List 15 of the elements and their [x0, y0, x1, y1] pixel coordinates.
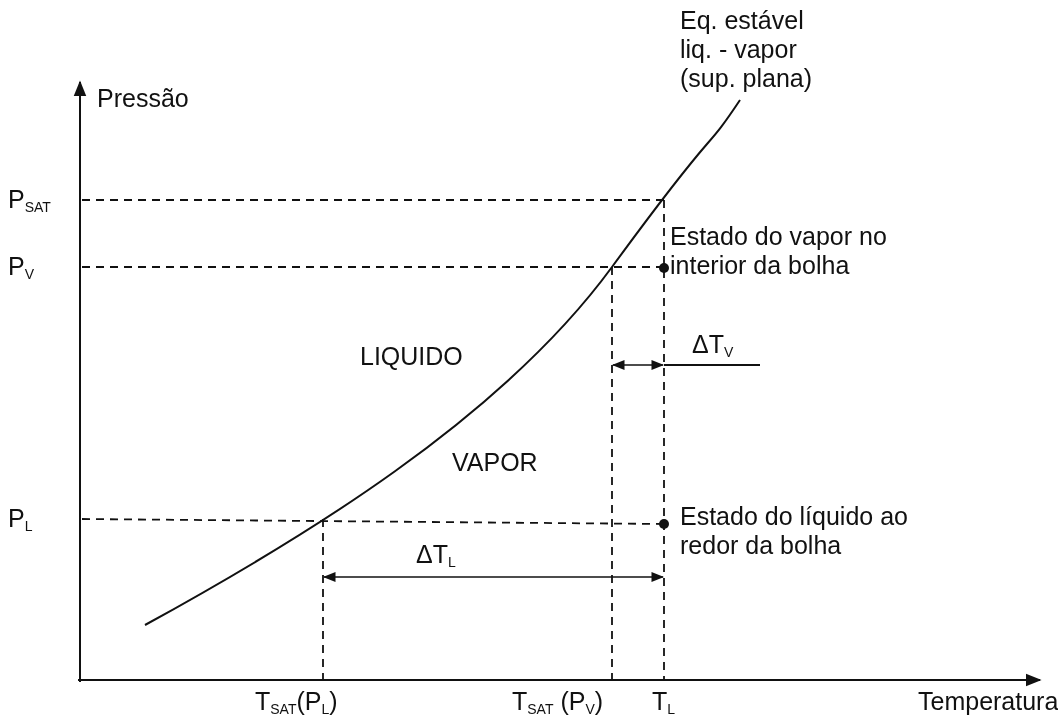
- axis-tick-label: P$_{L}$: [8, 504, 33, 536]
- dimension-label: ΔT$_{V}$: [692, 330, 734, 362]
- axis-tick-label: T$_{SAT}$ (P$_{V}$): [512, 687, 604, 719]
- axis-tick-label: P$_{SAT}$: [8, 185, 51, 217]
- region-label: LIQUIDO: [360, 342, 463, 371]
- axis-tick-label: T$_{L}$: [652, 687, 676, 719]
- axis-title: Pressão: [97, 84, 189, 113]
- annotation-text: Estado do vapor no interior da bolha: [670, 222, 888, 280]
- axis-title: Temperatura: [918, 687, 1058, 716]
- axis-tick-label: T$_{SAT}$(P$_{L}$): [255, 687, 338, 719]
- region-label: VAPOR: [452, 448, 538, 477]
- dimension-label: ΔT$_{L}$: [416, 540, 456, 572]
- annotation-text: Estado do líquido ao redor da bolha: [680, 502, 909, 560]
- curve-label: Eq. estável liq. - vapor (sup. plana): [680, 6, 814, 93]
- axis-tick-label: P$_{V}$: [8, 252, 35, 284]
